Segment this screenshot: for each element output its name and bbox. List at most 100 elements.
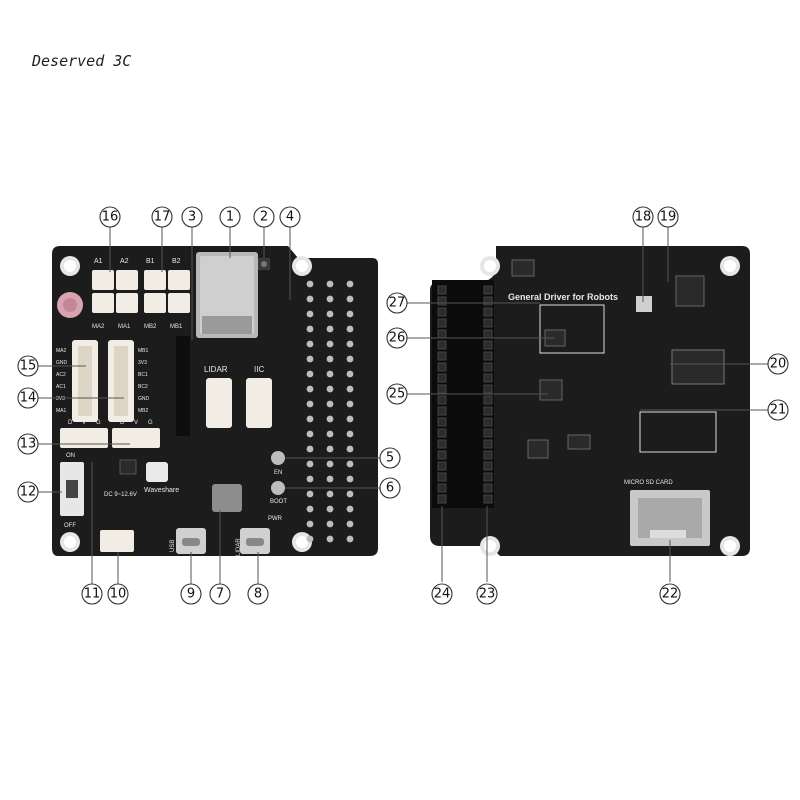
- svg-text:2: 2: [260, 210, 268, 225]
- header-label: MB1: [138, 348, 149, 354]
- chip-25: [539, 379, 563, 401]
- waveshare-logo-icon: [146, 462, 168, 482]
- servo-pin-label: G: [148, 420, 153, 426]
- servo-pin-label: D: [68, 420, 73, 426]
- on-label: ON: [66, 453, 75, 459]
- pin-rows-right: [306, 280, 354, 543]
- servo-pin-label: V: [134, 420, 138, 426]
- pin-pad: [326, 445, 334, 453]
- pin-label: A2: [120, 258, 129, 265]
- pin-pad: [306, 490, 314, 498]
- brand-logo: Waveshare: [144, 487, 179, 494]
- boot-label: BOOT: [270, 499, 287, 505]
- pin-pad: [306, 535, 314, 543]
- header-pin: [483, 373, 493, 383]
- svg-text:10: 10: [110, 587, 127, 602]
- callout-27: 27: [386, 292, 408, 314]
- chip-20: [671, 349, 725, 385]
- header-pin: [483, 483, 493, 493]
- header-pin: [437, 296, 447, 306]
- back-board: General Driver for Robots MICRO SD CARD: [430, 246, 750, 556]
- servo-connector: [112, 428, 160, 448]
- pin-pad: [326, 295, 334, 303]
- callout-7: 7: [209, 583, 231, 605]
- motor-connector-b: [144, 270, 190, 313]
- svg-text:21: 21: [770, 403, 787, 418]
- header-pin: [437, 395, 447, 405]
- boot-button: [271, 481, 285, 495]
- pin-pad: [326, 400, 334, 408]
- svg-text:6: 6: [386, 481, 394, 496]
- pin-pad: [346, 460, 354, 468]
- pin-pad: [346, 505, 354, 513]
- callout-14: 14: [17, 387, 39, 409]
- header-pin: [437, 285, 447, 295]
- leader-lines: [38, 227, 768, 584]
- header-pin: [483, 285, 493, 295]
- brand-watermark: Deserved 3C: [32, 52, 132, 70]
- pin-pad: [306, 325, 314, 333]
- header-pin: [483, 318, 493, 328]
- svg-text:26: 26: [389, 331, 406, 346]
- iic-label: IIC: [254, 365, 264, 374]
- callout-17: 17: [151, 206, 173, 228]
- svg-text:16: 16: [102, 210, 119, 225]
- svg-text:4: 4: [286, 210, 294, 225]
- pin-pad: [306, 385, 314, 393]
- svg-text:13: 13: [20, 437, 37, 452]
- connector-15: [72, 340, 98, 422]
- motor-label: MB2: [144, 324, 157, 330]
- header-pin: [437, 439, 447, 449]
- header-pin: [437, 417, 447, 427]
- header-label: BC1: [138, 372, 148, 378]
- pin-pad: [326, 340, 334, 348]
- chip: [119, 459, 137, 475]
- header-pin: [483, 450, 493, 460]
- back-title: General Driver for Robots: [508, 292, 618, 302]
- header-pin: [437, 384, 447, 394]
- callout-2: 2: [253, 206, 275, 228]
- callout-1: 1: [219, 206, 241, 228]
- pin-pad: [306, 445, 314, 453]
- callout-20: 20: [767, 353, 789, 375]
- pin-pad: [326, 415, 334, 423]
- header-label: GND: [138, 396, 150, 402]
- header-pin: [437, 340, 447, 350]
- pwr-label: PWR: [268, 516, 283, 522]
- header-pin: [437, 428, 447, 438]
- pin-pad: [306, 280, 314, 288]
- header-pin: [483, 340, 493, 350]
- pin-pad: [346, 385, 354, 393]
- header-pin: [483, 395, 493, 405]
- callout-10: 10: [107, 583, 129, 605]
- pin-pad: [306, 370, 314, 378]
- pin-pad: [306, 475, 314, 483]
- pin-pad: [346, 310, 354, 318]
- pin-pad: [346, 535, 354, 543]
- header-pin: [483, 296, 493, 306]
- pin-pad: [306, 460, 314, 468]
- pin-pad: [306, 520, 314, 528]
- svg-text:22: 22: [662, 587, 679, 602]
- svg-text:3: 3: [188, 210, 196, 225]
- header-pin: [483, 384, 493, 394]
- header-pin: [483, 494, 493, 504]
- header-label: AC2: [56, 372, 66, 378]
- header-label: MA1: [56, 408, 67, 414]
- header-pin: [437, 472, 447, 482]
- pin-pad: [326, 490, 334, 498]
- pin-pad: [306, 340, 314, 348]
- pin-pad: [346, 295, 354, 303]
- svg-text:9: 9: [187, 587, 195, 602]
- header-pin: [483, 461, 493, 471]
- callout-3: 3: [181, 206, 203, 228]
- pin-pad: [326, 355, 334, 363]
- lidar-label: LIDAR: [204, 365, 228, 374]
- usb-label: USB: [170, 540, 176, 552]
- off-label: OFF: [64, 523, 76, 529]
- pin-pad: [346, 325, 354, 333]
- pin-pad: [326, 280, 334, 288]
- servo-pin-label: G: [96, 420, 101, 426]
